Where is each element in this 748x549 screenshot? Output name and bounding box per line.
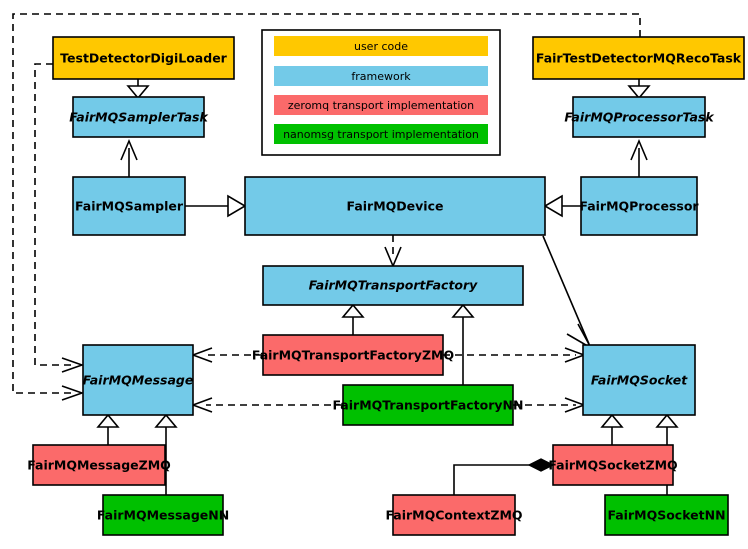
node-fair-mq-sampler[interactable]: FairMQSampler	[72, 176, 186, 236]
legend-item-user-code: user code	[274, 36, 488, 56]
node-fair-mq-message-zmq[interactable]: FairMQMessageZMQ	[27, 444, 171, 486]
node-fair-mq-device[interactable]: FairMQDevice	[244, 176, 546, 236]
edge-factoryzmq-creates-socket	[443, 347, 587, 363]
node-fair-mq-socket-zmq[interactable]: FairMQSocketZMQ	[548, 444, 678, 486]
node-fair-mq-context-zmq[interactable]: FairMQContextZMQ	[385, 494, 523, 536]
node-label: FairMQSamplerTask	[69, 110, 208, 125]
edge-factoryzmq-inherits-factory	[341, 303, 365, 335]
legend-item-label: nanomsg transport implementation	[283, 128, 479, 141]
legend-item-nanomsg: nanomsg transport implementation	[274, 124, 488, 144]
node-label: FairMQDevice	[347, 199, 444, 214]
node-test-detector-digi-loader[interactable]: TestDetectorDigiLoader	[52, 36, 235, 80]
node-fair-mq-message-nn[interactable]: FairMQMessageNN	[97, 494, 229, 536]
node-fair-mq-transport-factory[interactable]: FairMQTransportFactory	[262, 265, 524, 306]
node-fair-mq-socket[interactable]: FairMQSocket	[582, 344, 696, 416]
node-fair-mq-sampler-task[interactable]: FairMQSamplerTask	[69, 96, 208, 138]
edge-factorynn-inherits-factory	[451, 303, 475, 385]
edge-processor-inherits-device	[543, 194, 581, 218]
edge-messagezmq-inherits-message	[96, 413, 120, 445]
legend-item-label: framework	[351, 70, 411, 83]
edge-factorynn-creates-message	[190, 397, 343, 413]
node-label: FairMQTransportFactory	[309, 278, 478, 293]
node-label: FairMQTransportFactoryZMQ	[252, 348, 454, 363]
edge-sampler-inherits-device	[185, 194, 247, 218]
node-label: FairMQSocketZMQ	[548, 458, 677, 473]
node-label: FairTestDetectorMQRecoTask	[536, 51, 742, 66]
node-label: FairMQSocketNN	[607, 508, 725, 523]
node-label: FairMQSampler	[75, 199, 184, 214]
edge-device-uses-socket	[542, 235, 594, 351]
edge-factorynn-creates-socket	[513, 397, 587, 413]
node-fair-mq-processor[interactable]: FairMQProcessor	[579, 176, 699, 236]
node-label: FairMQMessageNN	[97, 508, 229, 523]
node-label: FairMQProcessorTask	[564, 110, 714, 125]
node-label: FairMQTransportFactoryNN	[333, 398, 524, 413]
node-fair-mq-message[interactable]: FairMQMessage	[82, 344, 194, 416]
node-fair-mq-processor-task[interactable]: FairMQProcessorTask	[564, 96, 714, 138]
legend-item-label: user code	[354, 40, 408, 53]
edge-sampler-uses-samplertask	[120, 138, 138, 177]
legend-item-zeromq: zeromq transport implementation	[274, 95, 488, 115]
edge-socketzmq-inherits-socket	[600, 413, 624, 445]
edge-digiloader-uses-message	[34, 63, 85, 373]
node-fair-mq-socket-nn[interactable]: FairMQSocketNN	[604, 494, 729, 536]
edge-processor-uses-processortask	[630, 138, 648, 177]
node-label: FairMQMessage	[83, 373, 194, 388]
node-label: FairMQContextZMQ	[385, 508, 522, 523]
legend-item-label: zeromq transport implementation	[288, 99, 474, 112]
node-fair-mq-transport-factory-zmq[interactable]: FairMQTransportFactoryZMQ	[252, 334, 454, 376]
node-label: FairMQMessageZMQ	[27, 458, 171, 473]
edge-recotask-uses-message	[12, 13, 641, 401]
node-fair-test-detector-mq-reco-task[interactable]: FairTestDetectorMQRecoTask	[532, 36, 745, 80]
legend: user code framework zeromq transport imp…	[261, 29, 501, 156]
edge-device-uses-transportfactory	[384, 235, 402, 269]
edge-digiloader-inherits-samplertask	[126, 79, 150, 100]
edge-messagenn-inherits-message	[154, 413, 178, 495]
node-label: FairMQSocket	[591, 373, 688, 388]
node-label: FairMQProcessor	[579, 199, 699, 214]
legend-item-framework: framework	[274, 66, 488, 86]
node-fair-mq-transport-factory-nn[interactable]: FairMQTransportFactoryNN	[333, 384, 524, 426]
edge-recotask-inherits-processortask	[627, 79, 651, 100]
edge-socketzmq-composes-contextzmq	[453, 458, 555, 495]
node-label: TestDetectorDigiLoader	[60, 51, 228, 66]
